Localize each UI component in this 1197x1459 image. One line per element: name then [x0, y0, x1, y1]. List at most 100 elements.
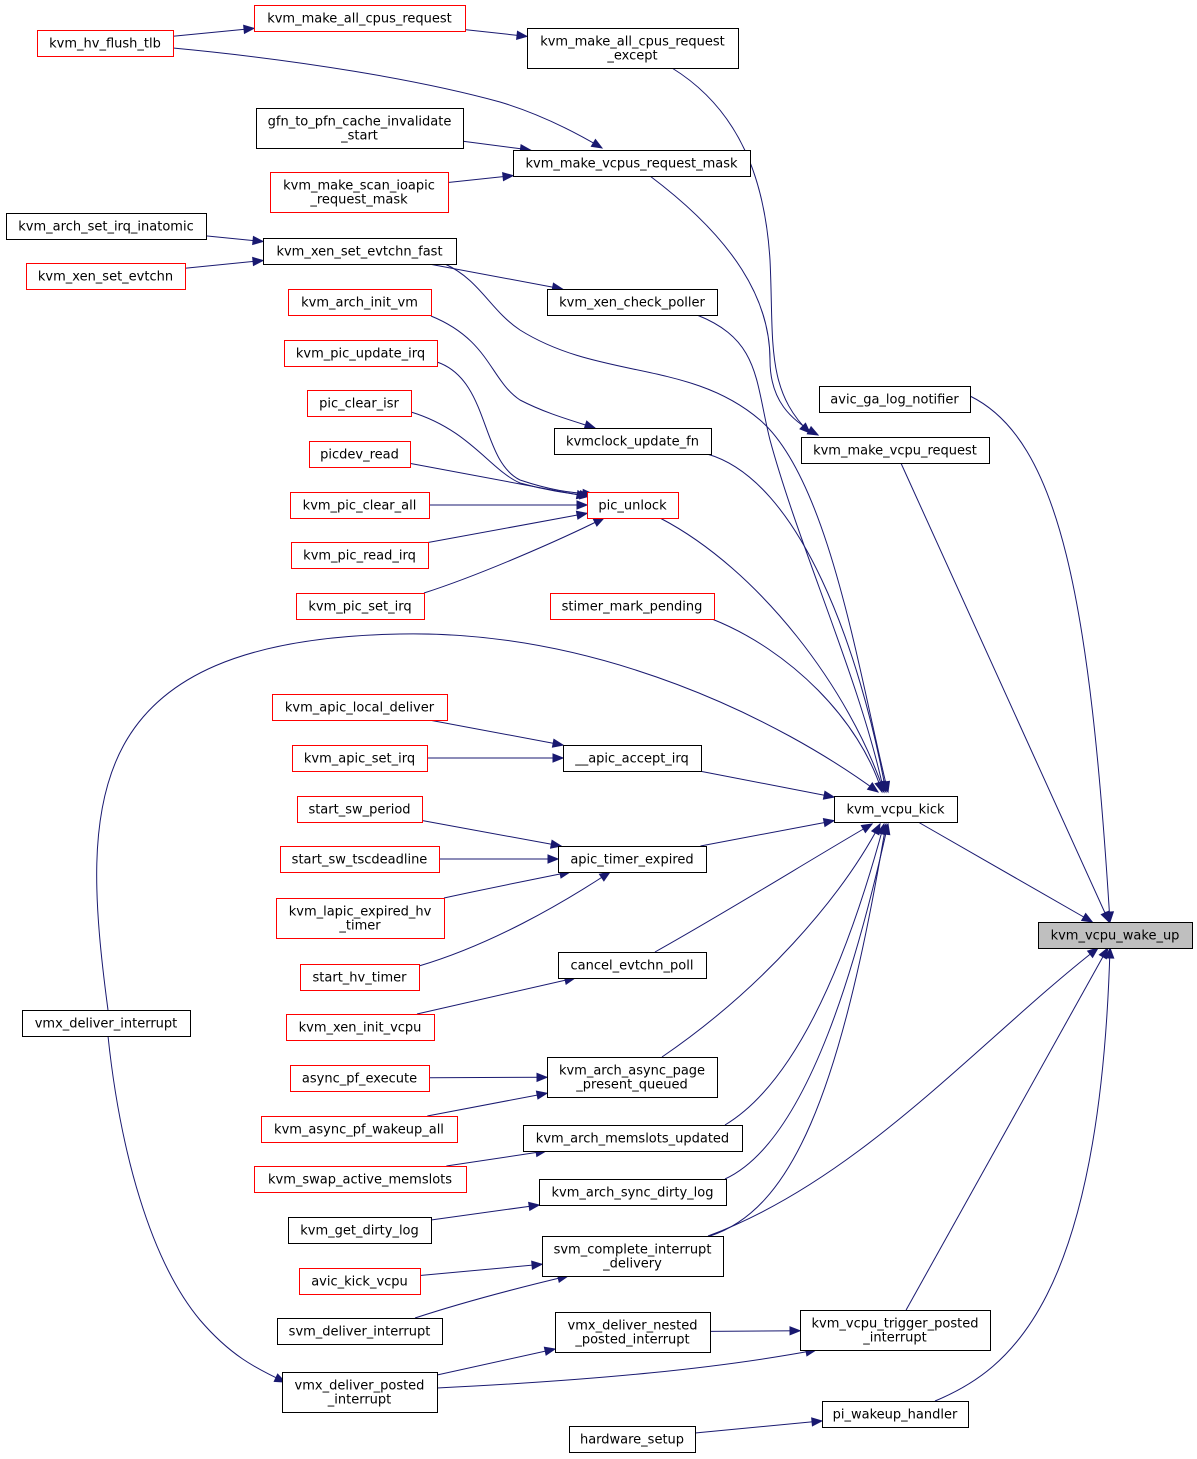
edge-line	[427, 512, 588, 543]
node-vmx-deliver-interrupt[interactable]: vmx_deliver_interrupt	[22, 1010, 191, 1037]
edge-line	[428, 263, 563, 290]
node-label: _request_mask	[309, 193, 408, 208]
edge-arrowhead	[866, 781, 880, 793]
node-box	[547, 1057, 718, 1098]
node-start-hv-timer[interactable]: start_hv_timer	[300, 964, 420, 991]
node-box	[822, 1401, 969, 1428]
edge-kvm-arch-sync-dirty-log-to-kvm-vcpu-kick	[724, 822, 891, 1180]
node-label: pi_wakeup_handler	[833, 1408, 958, 1423]
node-kvm-xen-set-evtchn-fast[interactable]: kvm_xen_set_evtchn_fast	[263, 238, 457, 265]
node-kvmclock-update-fn[interactable]: kvmclock_update_fn	[554, 428, 712, 455]
node-label: _interrupt	[327, 1393, 392, 1408]
node-label: vmx_deliver_nested	[568, 1319, 698, 1334]
node-kvm-hv-flush-tlb[interactable]: kvm_hv_flush_tlb	[37, 30, 174, 57]
node-pic-clear-isr[interactable]: pic_clear_isr	[307, 390, 412, 417]
node-kvm-lapic-expired-hv-timer[interactable]: kvm_lapic_expired_hv_timer	[276, 898, 445, 939]
edge-start-hv-timer-to-apic-timer-expired	[418, 871, 612, 967]
node-kvm-pic-update-irq[interactable]: kvm_pic_update_irq	[284, 340, 438, 367]
edge-line	[436, 1348, 556, 1376]
node-kvm-apic-set-irq[interactable]: kvm_apic_set_irq	[292, 745, 428, 772]
edge-kvm-xen-set-evtchn-fast-to-kvm-vcpu-kick	[444, 263, 891, 794]
node-kvm-make-scan-ioapic-request-mask[interactable]: kvm_make_scan_ioapic_request_mask	[270, 172, 449, 213]
node-kvm-xen-set-evtchn[interactable]: kvm_xen_set_evtchn	[26, 263, 186, 290]
node-label: pic_unlock	[598, 499, 667, 514]
node-hardware-setup[interactable]: hardware_setup	[569, 1426, 696, 1453]
node-picdev-read[interactable]: picdev_read	[309, 441, 411, 468]
node-gfn-to-pfn-cache-invalidate-start[interactable]: gfn_to_pfn_cache_invalidate_start	[256, 108, 464, 149]
node-cancel-evtchn-poll[interactable]: cancel_evtchn_poll	[558, 952, 707, 979]
node-label: svm_deliver_interrupt	[289, 1325, 431, 1340]
node-pi-wakeup-handler[interactable]: pi_wakeup_handler	[822, 1401, 969, 1428]
node-kvm-xen-init-vcpu[interactable]: kvm_xen_init_vcpu	[286, 1014, 435, 1041]
node-async-pf-execute[interactable]: async_pf_execute	[290, 1065, 430, 1092]
edge-line	[443, 871, 571, 899]
node-kvm-make-all-cpus-request[interactable]: kvm_make_all_cpus_request	[254, 5, 466, 32]
node-stimer-mark-pending[interactable]: stimer_mark_pending	[550, 593, 715, 620]
node-label: _posted_interrupt	[574, 1333, 689, 1348]
node-avic-ga-log-notifier[interactable]: avic_ga_log_notifier	[819, 386, 971, 413]
edge-line	[436, 361, 594, 495]
node-kvm-arch-async-page-present-queued[interactable]: kvm_arch_async_page_present_queued	[547, 1057, 718, 1098]
edge-arrowhead	[789, 1326, 802, 1336]
node-kvm-xen-check-poller[interactable]: kvm_xen_check_poller	[547, 289, 718, 316]
edge-kvm-xen-set-evtchn-to-kvm-xen-set-evtchn-fast	[184, 256, 265, 269]
edge-line	[700, 820, 835, 847]
node-pic-unlock[interactable]: pic_unlock	[587, 492, 679, 519]
edge-kvmclock-update-fn-to-kvm-vcpu-kick	[706, 453, 889, 794]
edge-line	[905, 947, 1109, 1311]
node-svm-deliver-interrupt[interactable]: svm_deliver_interrupt	[277, 1318, 443, 1345]
edge-vmx-deliver-posted-interrupt-to-kvm-vcpu-trigger-posted-interrupt	[436, 1347, 818, 1389]
node-kvm-make-all-cpus-request-except[interactable]: kvm_make_all_cpus_request_except	[527, 28, 739, 69]
node-box	[523, 1125, 743, 1152]
node-box	[270, 172, 449, 213]
edge-kvm-pic-clear-all-to-pic-unlock	[429, 500, 589, 510]
edge-line	[711, 618, 883, 793]
node-kvm-vcpu-trigger-posted-interrupt[interactable]: kvm_vcpu_trigger_posted_interrupt	[800, 1310, 991, 1351]
edge-arrowhead	[583, 420, 597, 430]
node-vmx-deliver-nested-posted-interrupt[interactable]: vmx_deliver_nested_posted_interrupt	[555, 1312, 711, 1353]
node-box	[542, 1236, 724, 1277]
node-label: _present_queued	[575, 1078, 687, 1093]
node-kvm-vcpu-wake-up[interactable]: kvm_vcpu_wake_up	[1038, 922, 1193, 949]
node-kvm-swap-active-memslots[interactable]: kvm_swap_active_memslots	[254, 1166, 467, 1193]
node-kvm-vcpu-kick[interactable]: kvm_vcpu_kick	[834, 796, 958, 823]
edge-kvm-make-scan-ioapic-request-mask-to-kvm-make-vcpus-request-mask	[447, 172, 515, 183]
node-kvm-async-pf-wakeup-all[interactable]: kvm_async_pf_wakeup_all	[261, 1116, 458, 1143]
node-vmx-deliver-posted-interrupt[interactable]: vmx_deliver_posted_interrupt	[282, 1372, 438, 1413]
node-kvm-arch-init-vm[interactable]: kvm_arch_init_vm	[288, 289, 432, 316]
node-start-sw-period[interactable]: start_sw_period	[297, 796, 423, 823]
node-avic-kick-vcpu[interactable]: avic_kick_vcpu	[299, 1268, 421, 1295]
edge-line	[900, 462, 1110, 923]
edge-arrowhead	[243, 24, 256, 35]
node-start-sw-tscdeadline[interactable]: start_sw_tscdeadline	[280, 846, 440, 873]
node---apic-accept-irq[interactable]: __apic_accept_irq	[563, 745, 702, 772]
node-kvm-pic-clear-all[interactable]: kvm_pic_clear_all	[290, 492, 430, 519]
node-kvm-pic-read-irq[interactable]: kvm_pic_read_irq	[291, 542, 429, 569]
edge-start-sw-tscdeadline-to-apic-timer-expired	[439, 854, 560, 864]
node-kvm-apic-local-deliver[interactable]: kvm_apic_local_deliver	[272, 694, 448, 721]
node-label: kvm_xen_set_evtchn	[38, 270, 173, 285]
node-kvm-make-vcpu-request[interactable]: kvm_make_vcpu_request	[801, 437, 990, 464]
node-label: kvm_make_vcpus_request_mask	[525, 157, 738, 172]
edge-arrowhead	[822, 817, 836, 828]
node-kvm-make-vcpus-request-mask[interactable]: kvm_make_vcpus_request_mask	[513, 150, 751, 177]
edge-arrowhead	[252, 256, 265, 267]
node-label: kvm_pic_set_irq	[308, 600, 411, 615]
node-kvm-get-dirty-log[interactable]: kvm_get_dirty_log	[288, 1217, 432, 1244]
edge-arrowhead	[1086, 947, 1100, 959]
node-box	[800, 1310, 991, 1351]
node-kvm-pic-set-irq[interactable]: kvm_pic_set_irq	[296, 593, 425, 620]
edge-arrowhead	[252, 235, 265, 246]
node-label: kvm_hv_flush_tlb	[49, 37, 161, 52]
edge-line	[659, 517, 885, 793]
node-label: kvm_pic_read_irq	[303, 549, 416, 564]
node-kvm-arch-sync-dirty-log[interactable]: kvm_arch_sync_dirty_log	[539, 1179, 727, 1206]
node-box	[276, 898, 445, 939]
edge-svm-deliver-interrupt-to-svm-complete-interrupt-delivery	[414, 1273, 570, 1319]
node-kvm-arch-memslots-updated[interactable]: kvm_arch_memslots_updated	[523, 1125, 743, 1152]
edge-line	[172, 27, 255, 37]
node-svm-complete-interrupt-delivery[interactable]: svm_complete_interrupt_delivery	[542, 1236, 724, 1277]
node-apic-timer-expired[interactable]: apic_timer_expired	[558, 846, 707, 873]
node-box	[801, 437, 990, 464]
node-kvm-arch-set-irq-inatomic[interactable]: kvm_arch_set_irq_inatomic	[6, 213, 207, 240]
